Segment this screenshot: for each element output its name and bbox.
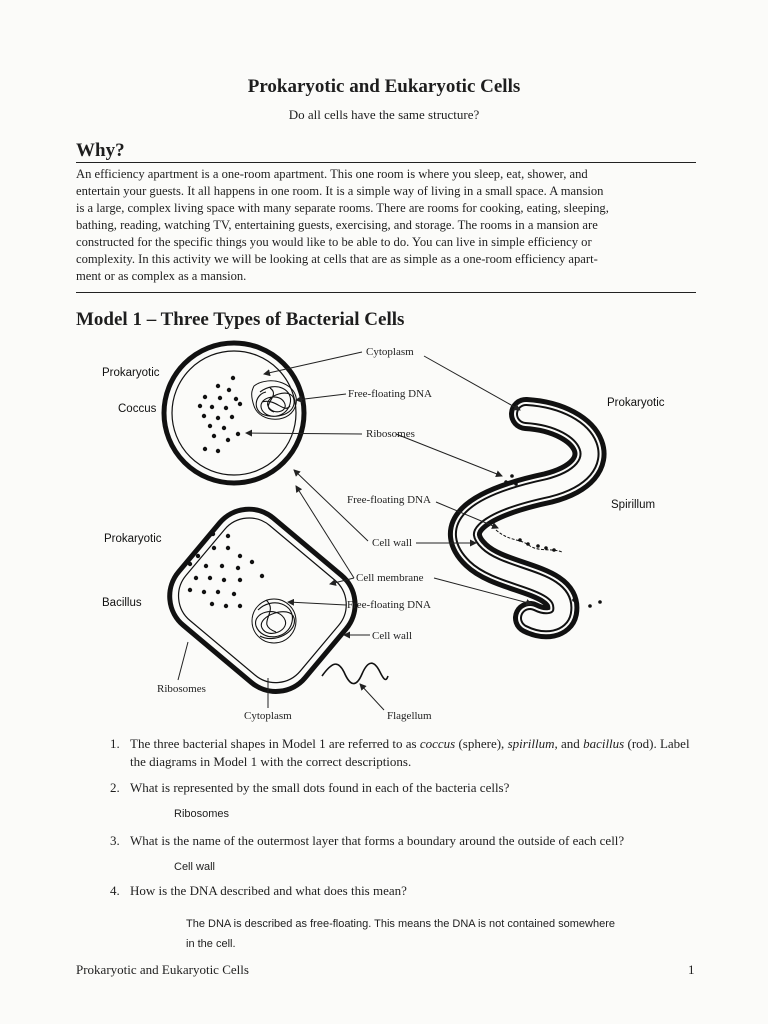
answer-3: Cell wall bbox=[174, 858, 215, 876]
flagellum bbox=[322, 663, 388, 683]
why-line: is a large, complex living space with ma… bbox=[76, 200, 692, 217]
why-line: constructed for the specific things you … bbox=[76, 234, 692, 251]
bacillus-shape-label: Bacillus bbox=[102, 597, 142, 609]
coccus-cell bbox=[164, 343, 304, 483]
question-text: How is the DNA described and what does t… bbox=[130, 882, 700, 900]
question-text: What is the name of the outermost layer … bbox=[130, 832, 700, 850]
coccus-shape-label: Coccus bbox=[118, 403, 157, 415]
page-title: Prokaryotic and Eukaryotic Cells bbox=[0, 76, 768, 98]
question-number: 1. bbox=[110, 735, 120, 753]
question-text: The three bacterial shapes in Model 1 ar… bbox=[130, 735, 700, 771]
answer-4-line-2: in the cell. bbox=[186, 935, 236, 953]
dna-label-2: Free-floating DNA bbox=[347, 494, 431, 506]
why-line: An efficiency apartment is a one-room ap… bbox=[76, 166, 692, 183]
bacillus-cell bbox=[154, 494, 370, 707]
why-heading: Why? bbox=[76, 140, 125, 162]
model1-heading: Model 1 – Three Types of Bacterial Cells bbox=[76, 309, 404, 331]
spirillum-cell bbox=[465, 414, 602, 622]
question-number: 4. bbox=[110, 882, 120, 900]
answer-2: Ribosomes bbox=[174, 805, 229, 823]
cytoplasm-label-top: Cytoplasm bbox=[366, 346, 414, 358]
bacillus-ribosomes bbox=[188, 532, 264, 608]
cell-wall-label-2: Cell wall bbox=[372, 630, 412, 642]
cell-wall-label-1: Cell wall bbox=[372, 537, 412, 549]
coccus-type-label: Prokaryotic bbox=[102, 367, 160, 379]
cell-membrane-label: Cell membrane bbox=[356, 572, 424, 584]
why-line: entertain your guests. It all happens in… bbox=[76, 183, 692, 200]
question-number: 3. bbox=[110, 832, 120, 850]
why-line: complexity. In this activity we will be … bbox=[76, 251, 692, 268]
page-number: 1 bbox=[688, 962, 695, 978]
why-rule bbox=[76, 162, 696, 163]
bacteria-diagram: Prokaryotic Coccus Prokaryotic Bacillus … bbox=[0, 330, 768, 730]
cytoplasm-label-bottom: Cytoplasm bbox=[244, 710, 292, 722]
page-subtitle: Do all cells have the same structure? bbox=[0, 107, 768, 123]
question-text: What is represented by the small dots fo… bbox=[130, 779, 700, 797]
spirillum-shape-label: Spirillum bbox=[611, 499, 655, 511]
dna-label-3: Free-floating DNA bbox=[347, 599, 431, 611]
spirillum-type-label: Prokaryotic bbox=[607, 397, 665, 409]
bacillus-type-label: Prokaryotic bbox=[104, 533, 162, 545]
why-line: bathing, reading, watching TV, entertain… bbox=[76, 217, 692, 234]
flagellum-label: Flagellum bbox=[387, 710, 432, 722]
dna-label-1: Free-floating DNA bbox=[348, 388, 432, 400]
question-number: 2. bbox=[110, 779, 120, 797]
why-paragraph: An efficiency apartment is a one-room ap… bbox=[76, 166, 692, 285]
footer-title: Prokaryotic and Eukaryotic Cells bbox=[76, 962, 249, 978]
ribosomes-label-bottom: Ribosomes bbox=[157, 683, 206, 695]
bacillus-dna bbox=[252, 599, 296, 643]
why-bottom-rule bbox=[76, 292, 696, 293]
why-line: ment or as complex as a mansion. bbox=[76, 268, 692, 285]
answer-4-line-1: The DNA is described as free-floating. T… bbox=[186, 915, 615, 933]
